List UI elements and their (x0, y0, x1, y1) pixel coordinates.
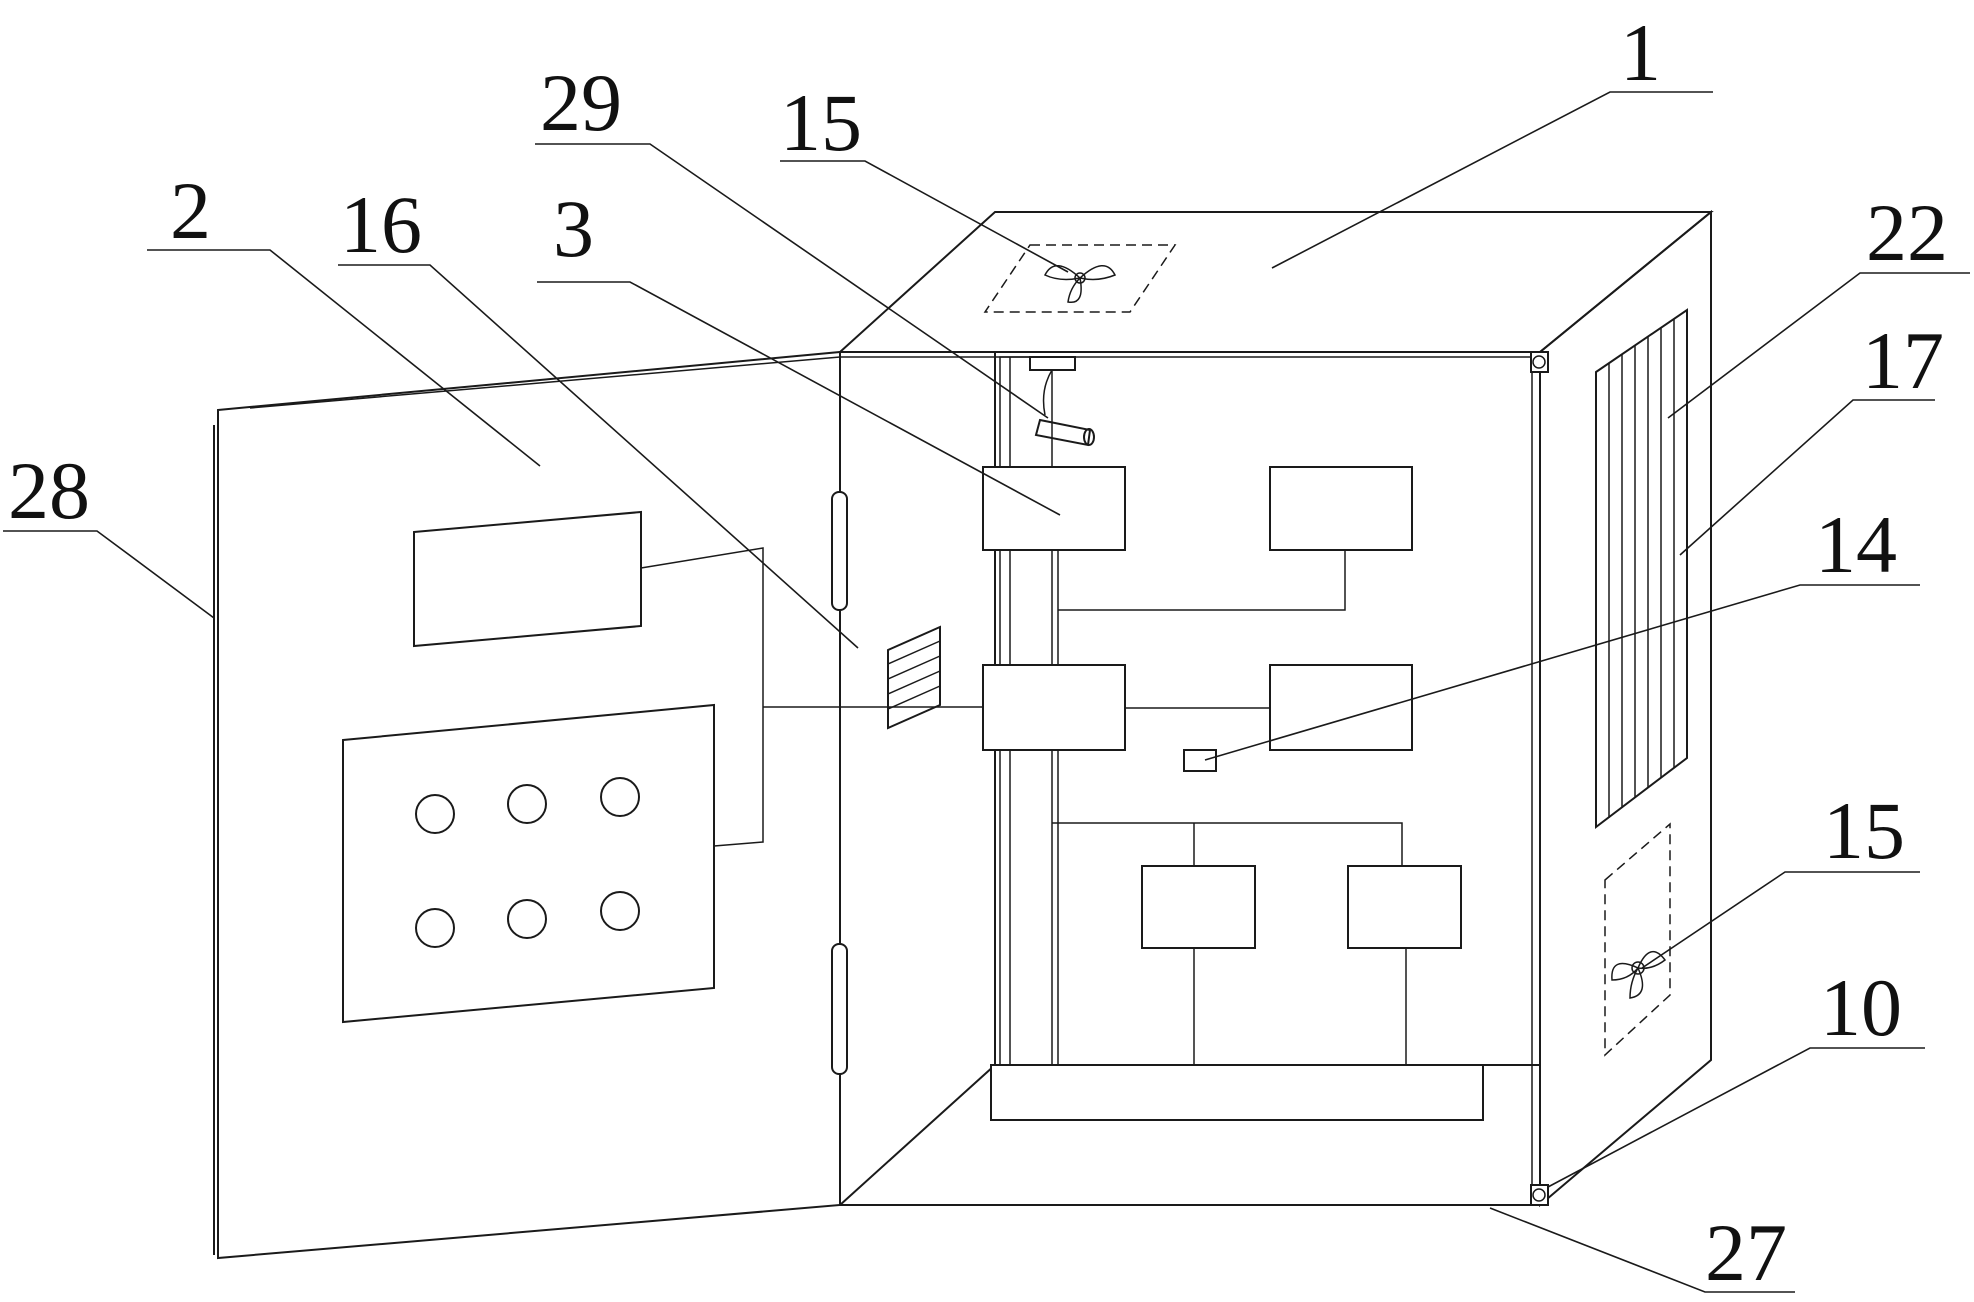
leader-17 (1679, 399, 1935, 556)
door-button-panel (342, 703, 715, 1024)
label-15-side: 15 (1823, 785, 1905, 876)
top-fan-blade-1 (1043, 265, 1081, 281)
top-fan-outline (983, 244, 1177, 313)
top-fan (983, 244, 1177, 313)
label-16: 16 (340, 179, 422, 270)
top-fan-blade-3 (1067, 277, 1082, 304)
leader-14 (1204, 584, 1920, 761)
label-10: 10 (1820, 962, 1902, 1053)
hinge-corners (1530, 351, 1549, 1206)
label-22: 22 (1866, 187, 1948, 278)
top-fan-hub (1074, 272, 1086, 284)
door-top-seal (249, 356, 841, 409)
reference-numerals: 1 2 3 10 14 15 15 16 17 22 27 28 29 (8, 7, 1948, 1298)
cabinet-floor-left-edge (839, 1064, 996, 1206)
label-28: 28 (8, 445, 90, 536)
lamp-lens (1083, 428, 1095, 446)
door-hinge-lower (831, 943, 848, 1075)
label-14: 14 (1815, 499, 1897, 590)
door-wiring-loop (640, 547, 764, 847)
louver-vent (887, 625, 941, 730)
label-27: 27 (1705, 1207, 1787, 1298)
module-b (1269, 466, 1413, 551)
module-f (1347, 865, 1462, 949)
side-fan-blade-2 (1637, 951, 1667, 970)
leader-lines (3, 91, 1970, 1293)
leader-29 (535, 143, 1049, 419)
module-d (1269, 664, 1413, 751)
louver-slat-3 (887, 670, 941, 695)
lamp-cable (1042, 369, 1053, 416)
side-fan-blade-3 (1629, 967, 1644, 999)
louver-slat-1 (887, 640, 941, 665)
leader-15-side (1641, 871, 1920, 969)
top-fan-blade-2 (1079, 265, 1117, 281)
door-display-window (413, 510, 642, 648)
panel-button-5 (507, 899, 547, 939)
corner-hinge-bottom-pin (1532, 1188, 1546, 1202)
side-fan (1604, 822, 1671, 1057)
internal-components (982, 356, 1484, 1121)
panel-button-2 (507, 784, 547, 824)
panel-button-4 (415, 908, 455, 948)
vent-16 (887, 625, 941, 730)
leader-22 (1667, 272, 1970, 419)
label-17: 17 (1862, 315, 1944, 406)
bus-lower-branch (1052, 822, 1403, 866)
louver-slat-4 (887, 685, 941, 710)
label-29: 29 (540, 57, 622, 148)
corner-hinge-top-pin (1532, 355, 1546, 369)
lamp-mount (1029, 356, 1076, 371)
base-terminal-bar (990, 1064, 1484, 1121)
cabinet-right-face (1539, 209, 1712, 1208)
grille-frame (1595, 308, 1688, 830)
leader-2 (147, 249, 541, 467)
side-fan-outline (1604, 822, 1671, 1057)
leader-27 (1489, 1207, 1795, 1293)
bus-to-module-b (1058, 550, 1346, 611)
module-e (1141, 865, 1256, 949)
label-15-top: 15 (780, 77, 862, 168)
side-fan-blade-1 (1611, 962, 1639, 981)
cabinet-door (213, 350, 985, 1260)
module-controller (982, 664, 1126, 751)
door-hinge-upper (831, 491, 848, 611)
side-vent-grille (1595, 308, 1688, 830)
louver-slat-2 (887, 655, 941, 680)
door-panel (217, 350, 841, 1260)
cabinet-top-face (837, 211, 1714, 353)
leader-16 (338, 264, 859, 649)
leader-15-top (780, 160, 1069, 273)
panel-button-1 (415, 794, 455, 834)
leader-1 (1271, 91, 1713, 269)
module-3 (982, 466, 1126, 551)
label-1: 1 (1620, 7, 1661, 98)
sensor-14 (1183, 749, 1217, 772)
leader-28 (3, 530, 215, 619)
lamp-body (1034, 418, 1092, 447)
leader-3 (537, 281, 1061, 516)
panel-button-6 (600, 891, 640, 931)
leader-10 (1547, 1047, 1925, 1188)
panel-button-3 (600, 777, 640, 817)
label-3: 3 (553, 183, 594, 274)
label-2: 2 (170, 165, 211, 256)
